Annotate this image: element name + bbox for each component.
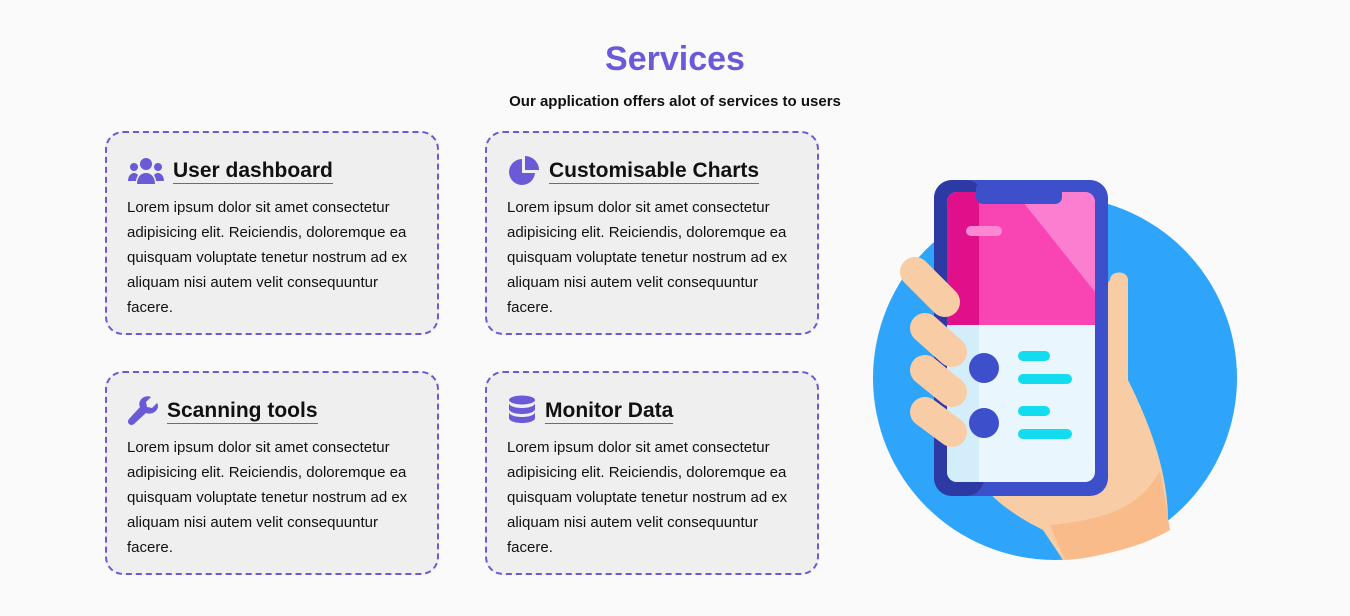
phone-in-hand-illustration: [860, 170, 1250, 575]
service-card-customisable-charts: Customisable Charts Lorem ipsum dolor si…: [485, 131, 819, 335]
service-card-monitor-data: Monitor Data Lorem ipsum dolor sit amet …: [485, 371, 819, 575]
card-title[interactable]: Customisable Charts: [549, 158, 760, 184]
users-icon: [127, 157, 165, 185]
card-title[interactable]: User dashboard: [173, 158, 333, 184]
card-description: Lorem ipsum dolor sit amet consectetur a…: [127, 199, 408, 316]
card-description: Lorem ipsum dolor sit amet consectetur a…: [507, 439, 788, 556]
section-subtitle: Our application offers alot of services …: [509, 93, 841, 110]
section-title: Services: [605, 40, 745, 78]
card-description: Lorem ipsum dolor sit amet consectetur a…: [127, 439, 408, 556]
card-title[interactable]: Monitor Data: [545, 398, 674, 424]
database-icon: [507, 395, 537, 425]
service-card-scanning-tools: Scanning tools Lorem ipsum dolor sit ame…: [105, 371, 439, 575]
card-title[interactable]: Scanning tools: [167, 398, 318, 424]
card-description: Lorem ipsum dolor sit amet consectetur a…: [507, 199, 788, 316]
pie-chart-icon: [507, 156, 541, 185]
wrench-icon: [127, 396, 159, 426]
service-card-user-dashboard: User dashboard Lorem ipsum dolor sit ame…: [105, 131, 439, 335]
